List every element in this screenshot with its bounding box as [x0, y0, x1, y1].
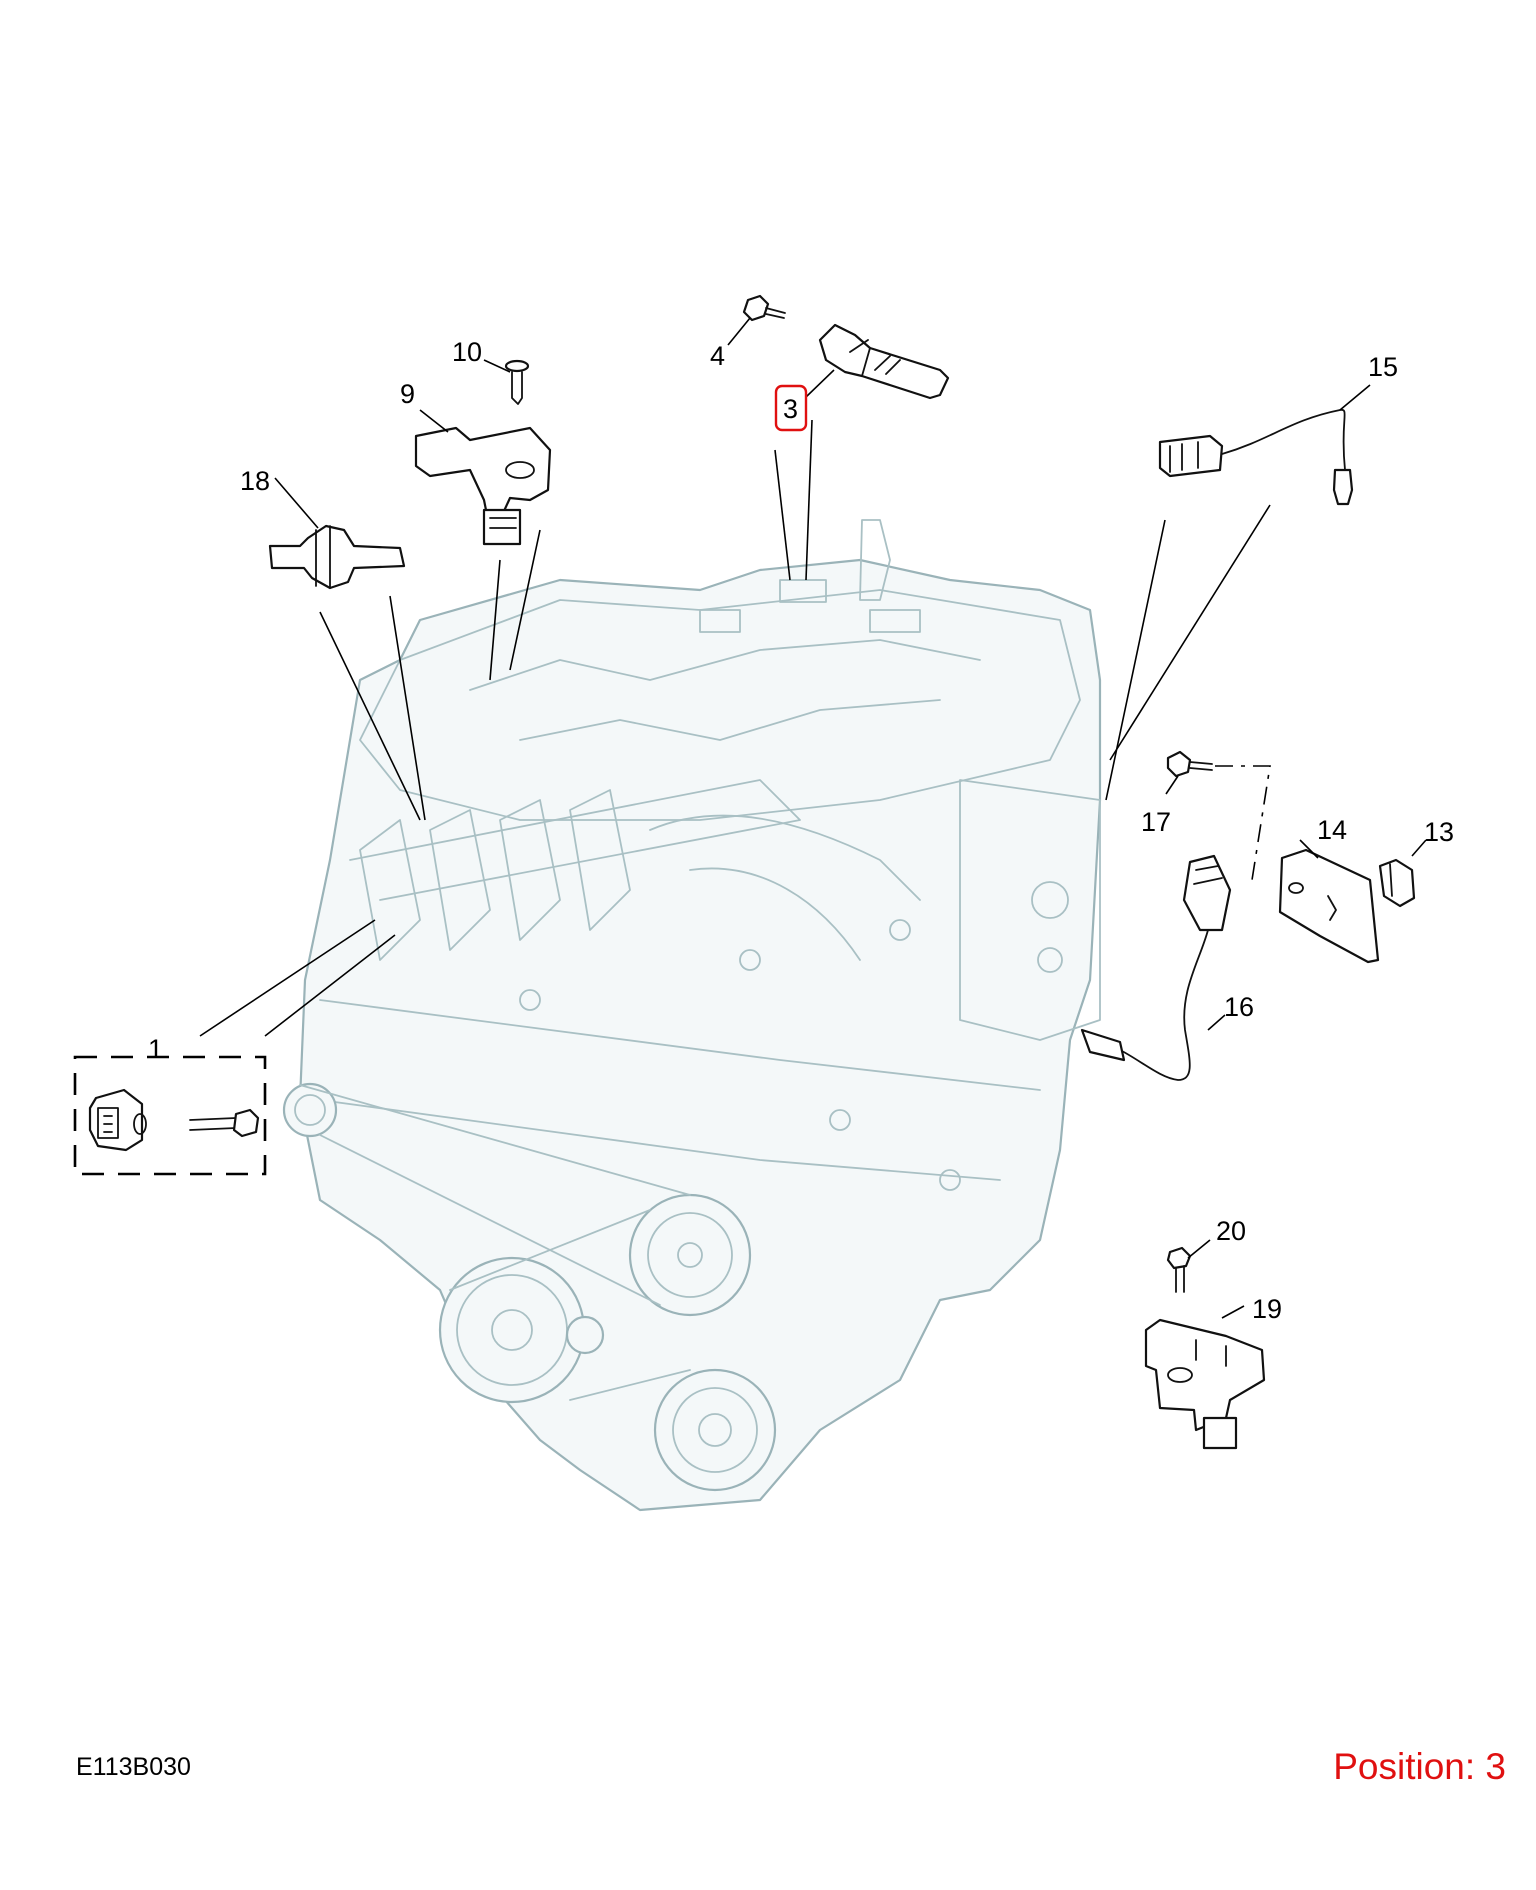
callout-17[interactable]: 17 [1141, 807, 1171, 837]
callout-14[interactable]: 14 [1317, 815, 1347, 845]
part-14-bracket [1278, 848, 1380, 964]
callout-3-highlight [774, 384, 808, 432]
part-1-nut-bolt [73, 1055, 267, 1176]
part-17-bolt [1166, 750, 1213, 778]
position-label: Position: 3 [1333, 1746, 1506, 1787]
part-15-sensor [1158, 408, 1354, 506]
engine-block [282, 519, 1102, 1512]
callout-10[interactable]: 10 [452, 337, 482, 367]
callout-labels: 1 3 4 9 10 13 14 15 16 17 18 19 20 [148, 337, 1454, 1324]
callout-18[interactable]: 18 [240, 466, 270, 496]
callout-4[interactable]: 4 [710, 341, 725, 371]
part-19-sensor [1144, 1318, 1266, 1450]
part-10-screw [504, 359, 530, 405]
part-3-sensor [818, 323, 950, 400]
diagram-code: E113B030 [76, 1753, 191, 1781]
leader-lines [199, 317, 1427, 1319]
callout-13[interactable]: 13 [1424, 817, 1454, 847]
part-20-bolt [1166, 1246, 1192, 1293]
part-9-sensor [414, 426, 552, 546]
part-16-sensor [1080, 854, 1232, 1081]
callout-16[interactable]: 16 [1224, 992, 1254, 1022]
callout-3[interactable]: 3 [783, 394, 798, 424]
callout-15[interactable]: 15 [1368, 352, 1398, 382]
part-18-sensor [268, 524, 406, 590]
callout-9[interactable]: 9 [400, 379, 415, 409]
callout-19[interactable]: 19 [1252, 1294, 1282, 1324]
callout-1[interactable]: 1 [148, 1034, 163, 1064]
callout-20[interactable]: 20 [1216, 1216, 1246, 1246]
part-13-clip [1378, 858, 1416, 908]
part-4-bolt [742, 294, 786, 322]
